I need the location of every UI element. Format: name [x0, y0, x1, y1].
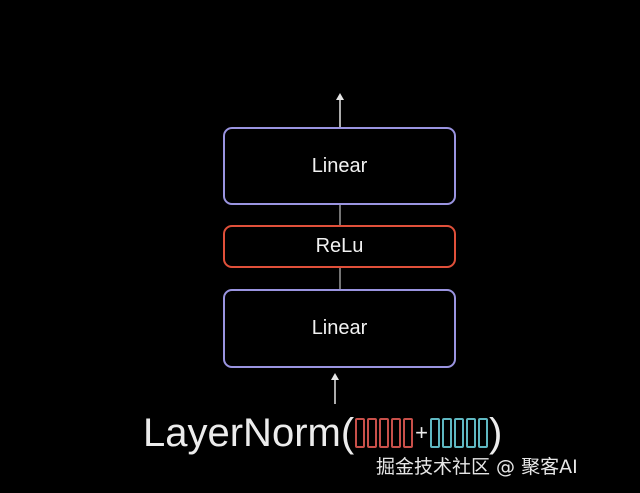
- vector-a-cell: [367, 418, 378, 448]
- linear-block-bottom-label: Linear: [311, 317, 368, 339]
- relu-block: ReLu: [223, 225, 456, 268]
- formula-plus: +: [415, 420, 429, 445]
- vector-a-cell: [379, 418, 390, 448]
- vector-b-cell: [442, 418, 453, 448]
- input-arrowhead: [331, 373, 339, 380]
- vector-a-cell: [391, 418, 402, 448]
- relu-block-label: ReLu: [315, 235, 364, 257]
- vector-a-cell: [403, 418, 414, 448]
- linear-block-bottom: Linear: [223, 289, 456, 368]
- linear-block-top: Linear: [223, 127, 456, 205]
- linear-block-top-label: Linear: [311, 154, 368, 177]
- vector-a: [355, 418, 414, 448]
- vector-b-cell: [454, 418, 465, 448]
- output-arrowhead: [336, 93, 344, 100]
- vector-b-cell: [478, 418, 489, 448]
- watermark: 掘金技术社区 @ 聚客AI: [376, 456, 578, 478]
- vector-b-cell: [430, 418, 441, 448]
- formula-prefix: LayerNorm(: [143, 411, 355, 455]
- vector-b: [430, 418, 489, 448]
- vector-a-cell: [355, 418, 366, 448]
- vector-b-cell: [466, 418, 477, 448]
- formula-suffix: ): [489, 411, 503, 455]
- layernorm-formula: LayerNorm( + ): [143, 406, 502, 460]
